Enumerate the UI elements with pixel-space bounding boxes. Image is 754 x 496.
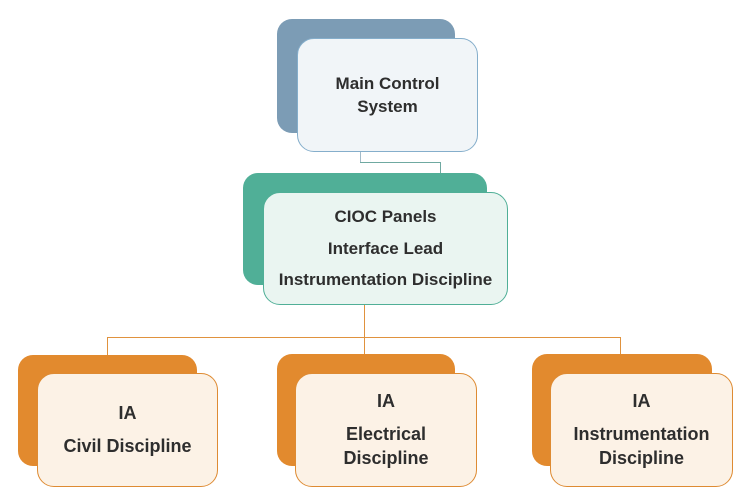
node-text-line: IA xyxy=(118,403,137,424)
node-ia-civil: IA Civil Discipline xyxy=(37,373,218,487)
connector-drop-ia-instrumentation xyxy=(620,337,621,355)
connector-main-to-cioc-stub xyxy=(360,152,361,163)
node-text-line: Main Control System xyxy=(335,73,440,116)
connector-drop-ia-civil xyxy=(107,337,108,356)
connector-main-to-cioc-horizontal xyxy=(360,162,441,163)
node-ia-instrumentation: IA Instrumentation Discipline xyxy=(550,373,733,487)
connector-cioc-down xyxy=(364,305,365,337)
node-text-line: IA xyxy=(377,390,395,411)
node-text-line: Instrumentation Discipline xyxy=(573,423,710,469)
node-text-line: Instrumentation Discipline xyxy=(278,270,493,290)
node-text-line: IA xyxy=(632,390,651,411)
node-cioc-interface-lead: CIOC Panels Interface Lead Instrumentati… xyxy=(263,192,508,305)
node-ia-electrical: IA Electrical Discipline xyxy=(295,373,477,487)
connector-main-to-cioc-drop xyxy=(440,162,441,174)
node-text-line: Civil Discipline xyxy=(63,436,192,456)
node-text-line: Electrical Discipline xyxy=(343,423,429,469)
node-text-line: CIOC Panels xyxy=(334,207,437,227)
node-main-control-system: Main Control System xyxy=(297,38,478,152)
node-text-line: Interface Lead xyxy=(327,238,444,258)
connector-drop-ia-electrical xyxy=(364,337,365,355)
